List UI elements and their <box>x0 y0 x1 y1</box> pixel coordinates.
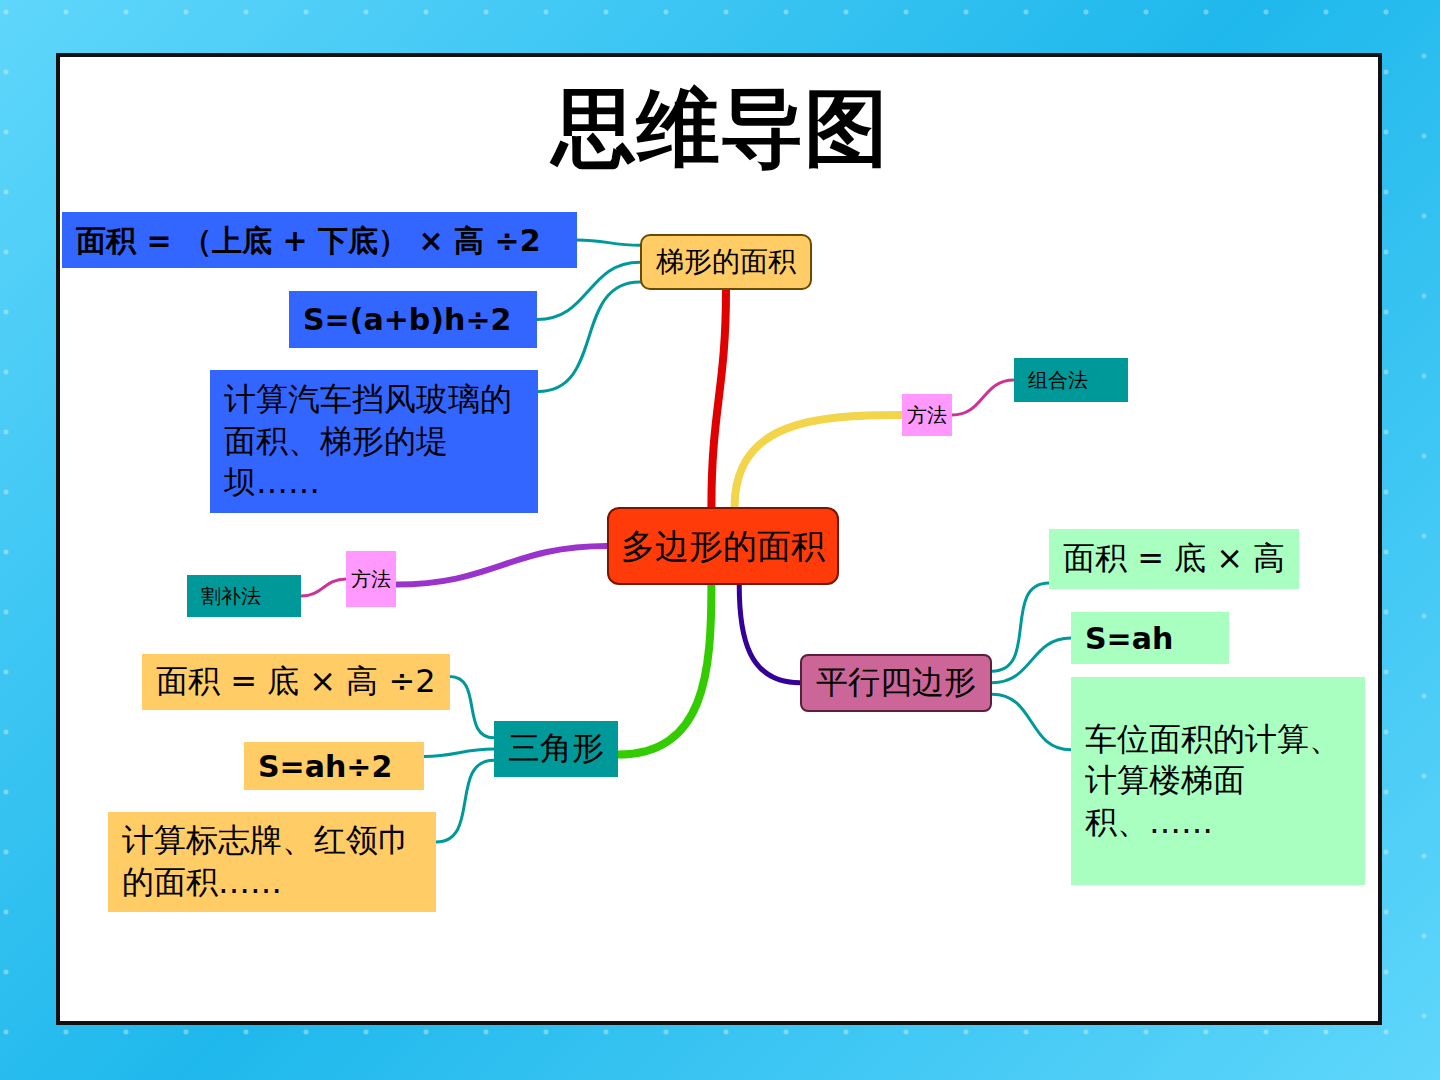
node-label: S=ah÷2 <box>258 747 410 786</box>
method-box: 组合法 <box>1014 358 1128 402</box>
connector <box>952 380 1014 415</box>
connector <box>992 583 1049 671</box>
application-box: 车位面积的计算、计算楼梯面积、…… <box>1071 677 1365 885</box>
node-label: 方法 <box>907 402 947 428</box>
node-label: 面积 = 底 × 高 ÷2 <box>156 661 436 703</box>
application-box: 计算标志牌、红领巾的面积…… <box>108 812 436 912</box>
branch-topic: 三角形 <box>494 721 618 777</box>
method-tag: 方法 <box>346 551 396 607</box>
node-label: 面积 = （上底 + 下底） × 高 ÷2 <box>76 221 563 260</box>
formula-box: 面积 = （上底 + 下底） × 高 ÷2 <box>62 212 577 268</box>
method-box: 割补法 <box>187 575 301 617</box>
formula-box: S=ah <box>1071 612 1229 664</box>
connector <box>424 749 494 756</box>
connector <box>735 415 902 507</box>
node-label: 面积 = 底 × 高 <box>1063 538 1285 580</box>
connector <box>711 290 726 507</box>
connector <box>396 546 607 585</box>
title: 思维导图 <box>0 82 1440 174</box>
connector <box>618 585 711 755</box>
node-label: 梯形的面积 <box>656 244 796 280</box>
connector <box>577 240 640 245</box>
node-label: 割补法 <box>201 583 287 609</box>
connector <box>301 579 346 596</box>
node-label: 方法 <box>351 566 391 592</box>
node-label: 计算标志牌、红领巾的面积…… <box>122 820 422 903</box>
node-label: S=ah <box>1085 619 1215 658</box>
node-label: S=(a+b)h÷2 <box>303 300 523 339</box>
node-label: 三角形 <box>508 728 604 770</box>
node-label: 组合法 <box>1028 367 1114 393</box>
formula-box: S=ah÷2 <box>244 742 424 790</box>
node-label: 多边形的面积 <box>621 524 825 568</box>
formula-box: 面积 = 底 × 高 <box>1049 529 1299 589</box>
application-box: 计算汽车挡风玻璃的面积、梯形的堤坝…… <box>210 370 538 513</box>
node-label: 平行四边形 <box>816 662 976 704</box>
branch-topic: 平行四边形 <box>800 654 992 712</box>
connector <box>436 760 494 842</box>
formula-box: 面积 = 底 × 高 ÷2 <box>142 654 450 710</box>
connector <box>538 282 640 392</box>
connector <box>739 585 800 683</box>
connector <box>450 676 494 737</box>
node-label: 车位面积的计算、计算楼梯面积、…… <box>1085 719 1351 844</box>
formula-box: S=(a+b)h÷2 <box>289 291 537 348</box>
connector <box>992 694 1071 749</box>
root-topic: 多边形的面积 <box>607 507 839 585</box>
connector <box>992 638 1071 683</box>
branch-topic: 梯形的面积 <box>640 234 812 290</box>
connector <box>537 262 640 319</box>
method-tag: 方法 <box>902 394 952 436</box>
node-label: 计算汽车挡风玻璃的面积、梯形的堤坝…… <box>224 379 524 504</box>
